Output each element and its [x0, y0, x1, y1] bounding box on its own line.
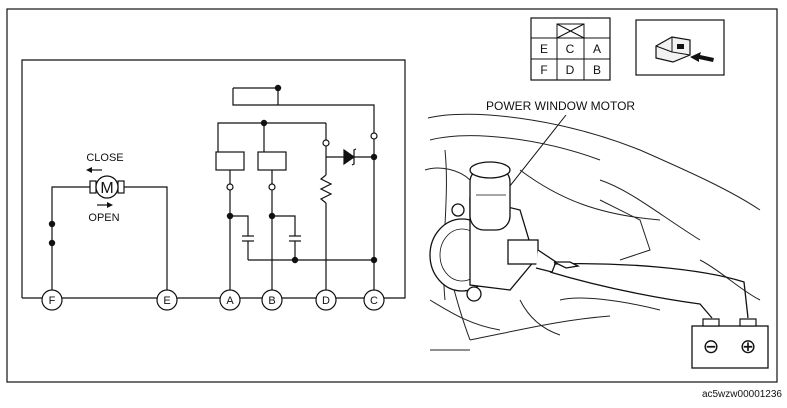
connector-plug-icon	[635, 19, 725, 76]
connector-face	[530, 17, 611, 81]
open-label: OPEN	[88, 212, 119, 224]
connector-pin: C	[566, 42, 575, 56]
relay-coil-2	[257, 151, 287, 171]
callout-leader-line	[501, 114, 567, 197]
callout-label: POWER WINDOW MOTOR	[486, 99, 635, 113]
door-panel-sketch	[424, 113, 761, 351]
power-window-motor	[429, 161, 557, 302]
figure-frame	[6, 8, 778, 383]
terminal-label: C	[370, 295, 378, 307]
junction-dots	[48, 84, 378, 264]
connector-pin: E	[540, 42, 548, 56]
close-label: CLOSE	[86, 152, 123, 164]
cap-1-lead	[230, 215, 249, 236]
terminal-e	[156, 289, 178, 311]
battery-leads	[549, 261, 749, 319]
terminal-label: B	[268, 295, 275, 307]
cap-2-lead	[272, 215, 296, 236]
connector-pin: A	[593, 42, 601, 56]
connector-pin: B	[593, 63, 601, 77]
motor-icon	[89, 175, 125, 199]
connector-pin: F	[540, 63, 547, 77]
relay-2-contact	[268, 183, 276, 191]
terminal-b	[261, 289, 283, 311]
motor-wire-right	[124, 186, 168, 298]
motor-wire-left	[51, 186, 90, 298]
relay-coil-1	[215, 151, 245, 171]
figure-code: ac5wzw00001236	[702, 389, 782, 400]
terminal-label: F	[49, 295, 56, 307]
insert-arrow-icon	[690, 52, 714, 62]
resistor-icon	[319, 174, 333, 204]
terminal-label: E	[163, 295, 170, 307]
circuit-schematic	[21, 59, 406, 299]
terminal-label: D	[322, 295, 330, 307]
relay-feed-wire	[217, 122, 265, 152]
outer-loop-wire	[21, 59, 406, 299]
motor-symbol: M	[100, 180, 113, 197]
terminal-d	[315, 289, 337, 311]
terminal-a	[219, 289, 241, 311]
close-arrow-icon	[86, 167, 102, 173]
connector-pin: D	[566, 63, 575, 77]
battery-positive-symbol: ⊕	[740, 336, 757, 358]
terminal-label: A	[226, 295, 234, 307]
battery-negative-symbol: ⊖	[703, 336, 720, 358]
terminal-circles	[41, 289, 385, 311]
relay-1-contact	[226, 183, 234, 191]
top-bus-wire	[232, 88, 375, 133]
diode-icon	[343, 148, 356, 166]
battery-icon	[691, 318, 769, 369]
open-arrow-icon	[97, 202, 113, 208]
terminal-f	[41, 289, 63, 311]
terminal-c	[363, 289, 385, 311]
